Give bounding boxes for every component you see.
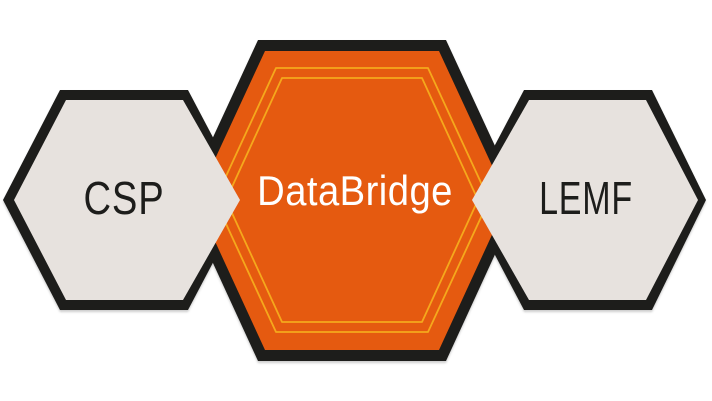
csp-hexagon-fill xyxy=(14,100,240,300)
lemf-hexagon-fill xyxy=(472,100,698,300)
databridge-hexagon-fill xyxy=(196,51,508,350)
lemf-label: LEMF xyxy=(539,172,633,224)
databridge-label: DataBridge xyxy=(257,167,453,214)
csp-label: CSP xyxy=(84,173,165,224)
